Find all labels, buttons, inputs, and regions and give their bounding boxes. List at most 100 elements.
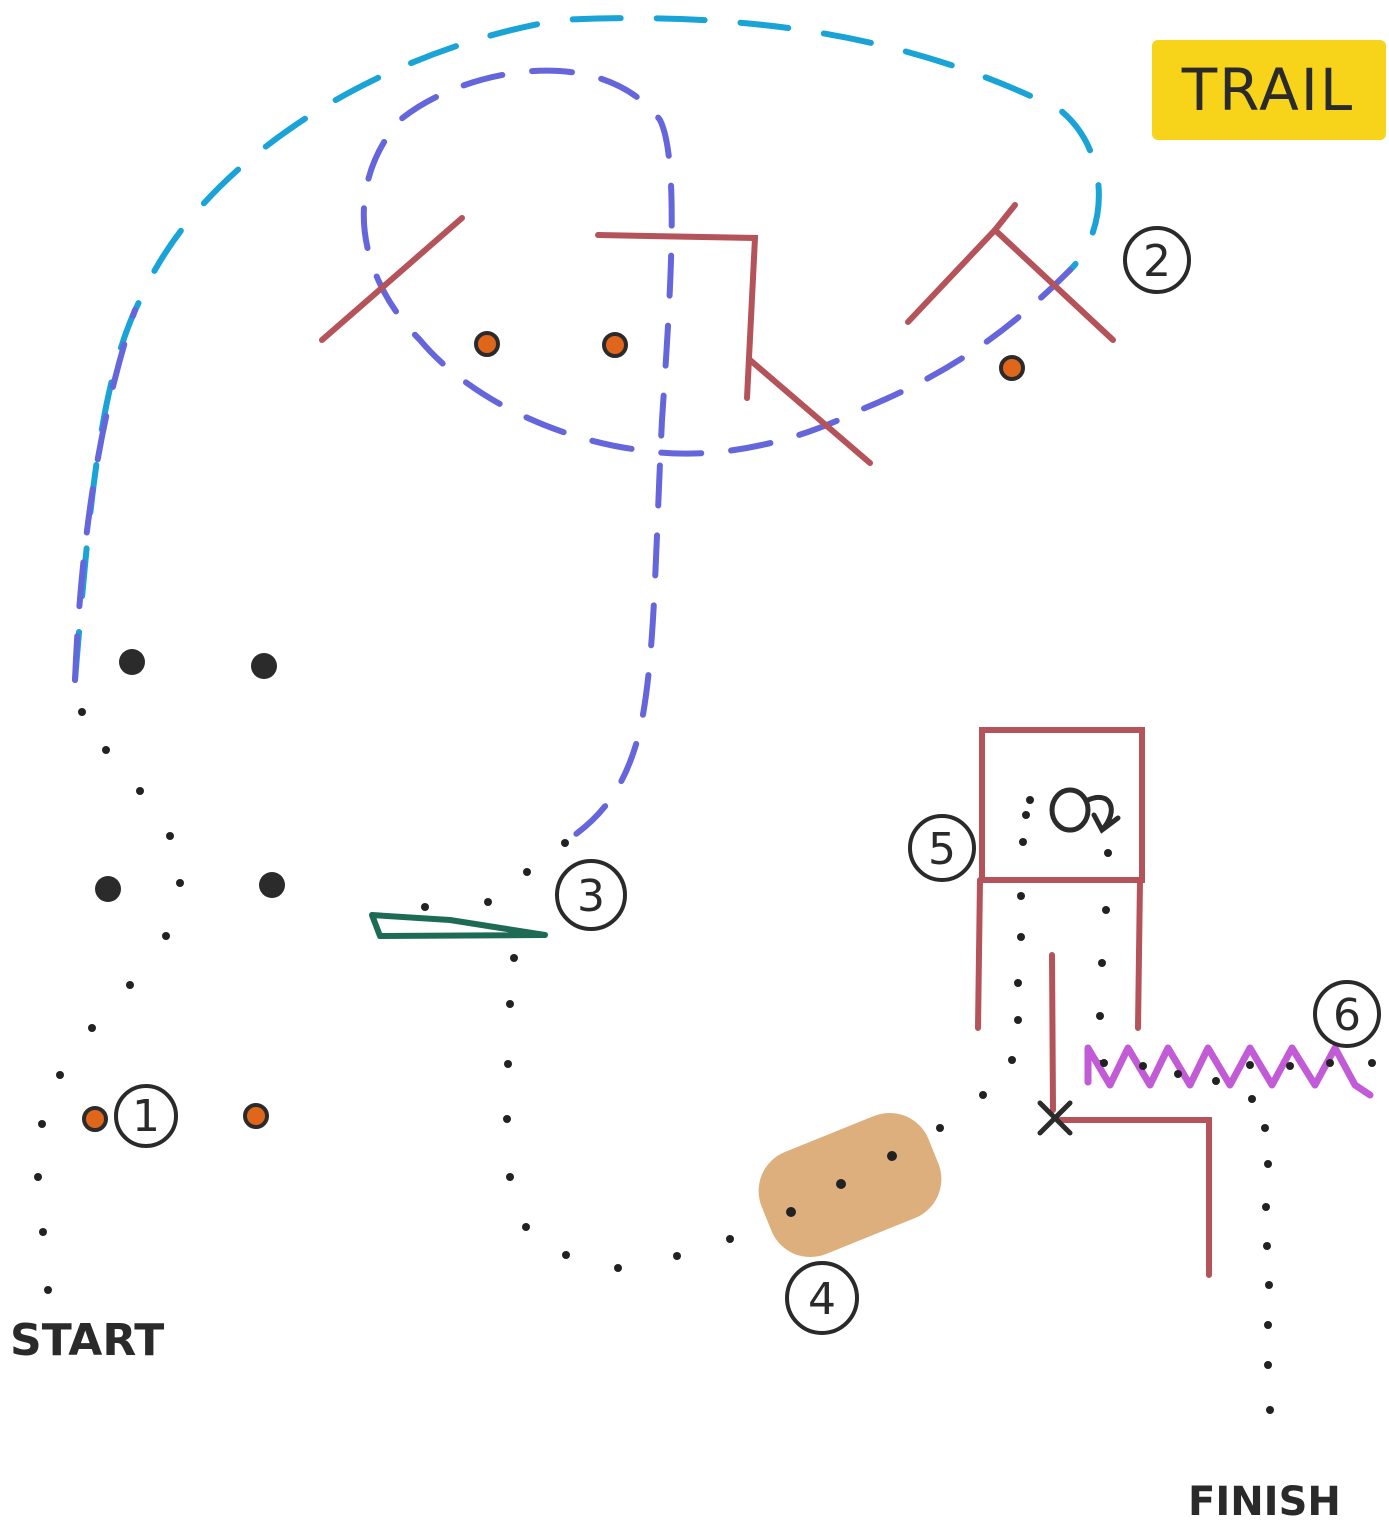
- station-1: 1: [114, 1084, 178, 1148]
- cross-line-2: [1037, 1100, 1073, 1136]
- finish-label: FINISH: [1188, 1479, 1341, 1524]
- dot: [1264, 1321, 1272, 1329]
- dot: [421, 903, 429, 911]
- dot: [1017, 933, 1025, 941]
- dot: [1014, 1016, 1022, 1024]
- dot: [523, 868, 531, 876]
- station-2-circle: [1123, 226, 1191, 294]
- dark-marker-1: [119, 649, 145, 675]
- dot: [484, 898, 492, 906]
- dot: [503, 1115, 511, 1123]
- dot: [1174, 1070, 1182, 1078]
- station-3-label: 3: [577, 871, 605, 922]
- dot: [1104, 849, 1112, 857]
- spin-loop: [1049, 787, 1091, 833]
- dot: [1286, 1062, 1294, 1070]
- cone-5: [243, 1103, 269, 1129]
- inner-dashed-loop: [360, 67, 1073, 848]
- dot: [836, 1179, 846, 1189]
- station-1-circle: [114, 1084, 178, 1148]
- dot: [1014, 979, 1022, 987]
- dot: [522, 1223, 530, 1231]
- dot: [1263, 1242, 1271, 1250]
- dot: [126, 981, 134, 989]
- dot: [979, 1091, 987, 1099]
- weave-obstacle: [1084, 1044, 1374, 1099]
- station-5: 5: [908, 814, 976, 882]
- station-5-label: 5: [928, 824, 956, 875]
- dot: [166, 832, 174, 840]
- dark-marker-3: [95, 876, 121, 902]
- wall-chevron-stem: [992, 202, 1018, 233]
- plank-obstacle: [369, 912, 548, 939]
- trail-badge-label: TRAIL: [1181, 56, 1354, 124]
- wall-obstacles-top: [319, 202, 1116, 466]
- start-label: START: [10, 1315, 164, 1366]
- dotted-path-box: [979, 796, 1112, 1099]
- tunnel-body: [758, 1112, 942, 1258]
- station-6-circle: [1313, 980, 1381, 1048]
- dot: [56, 1071, 64, 1079]
- dot: [1008, 1056, 1016, 1064]
- dot: [34, 1173, 42, 1181]
- dot: [561, 839, 569, 847]
- dot: [1266, 1406, 1274, 1414]
- trail-badge-background: [1152, 40, 1386, 140]
- dot: [562, 1251, 570, 1259]
- dot: [1264, 1361, 1272, 1369]
- dotted-path-finish: [1248, 1095, 1274, 1414]
- station-2: 2: [1123, 226, 1191, 294]
- dot: [1246, 1061, 1254, 1069]
- dot: [1026, 796, 1034, 804]
- box-top-square: [979, 727, 1145, 883]
- dot: [1262, 1203, 1270, 1211]
- dot: [510, 954, 518, 962]
- dot: [102, 746, 110, 754]
- tunnel-obstacle: [758, 1112, 944, 1258]
- dot: [1261, 1124, 1269, 1132]
- dot: [506, 1000, 514, 1008]
- dot: [1022, 811, 1030, 819]
- station-6: 6: [1313, 980, 1381, 1048]
- dot: [136, 787, 144, 795]
- station-4-label: 4: [808, 1274, 836, 1325]
- dot: [1102, 906, 1110, 914]
- cone-3: [999, 355, 1025, 381]
- station-3: 3: [555, 859, 627, 931]
- dot: [38, 1120, 46, 1128]
- dot: [1264, 1160, 1272, 1168]
- dotted-path-weave: [1100, 1059, 1376, 1085]
- cone-2: [602, 332, 628, 358]
- box-exit-wall: [1057, 1117, 1212, 1278]
- dot: [1098, 959, 1106, 967]
- dot: [78, 708, 86, 716]
- dot: [506, 1173, 514, 1181]
- dot: [162, 932, 170, 940]
- dot: [936, 1124, 944, 1132]
- dot: [1139, 1062, 1147, 1070]
- dot: [614, 1264, 622, 1272]
- spin-icon: [1049, 787, 1121, 834]
- cone-4: [82, 1106, 108, 1132]
- dark-markers: [95, 649, 285, 902]
- dark-marker-2: [251, 653, 277, 679]
- box-right-wall: [1135, 877, 1143, 1031]
- dot: [88, 1024, 96, 1032]
- station-5-circle: [908, 814, 976, 882]
- trail-badge: TRAIL: [1152, 40, 1386, 140]
- dot: [1265, 1281, 1273, 1289]
- station-4: 4: [785, 1261, 859, 1335]
- dot: [1368, 1059, 1376, 1067]
- outer-dashed-path: [72, 15, 1102, 683]
- wall-corner-center: [595, 232, 759, 401]
- dot: [786, 1207, 796, 1217]
- station-2-label: 2: [1143, 236, 1171, 287]
- dot: [1212, 1077, 1220, 1085]
- cones: [82, 331, 1025, 1132]
- station-4-circle: [785, 1261, 859, 1335]
- dot: [1326, 1059, 1334, 1067]
- dot: [1019, 838, 1027, 846]
- wall-diagonal-center: [747, 357, 873, 466]
- dot: [1096, 1012, 1104, 1020]
